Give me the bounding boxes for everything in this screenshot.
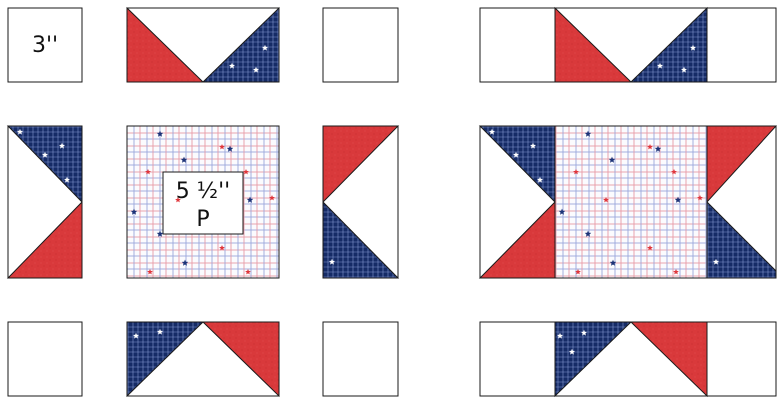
assembled-row-top — [480, 8, 776, 82]
corner-square-bottom-right — [323, 322, 398, 396]
flying-geese-unit-bottom — [127, 322, 279, 396]
corner-square-bottom-left — [8, 322, 82, 396]
center-square-size-label: 5 ½'' — [176, 179, 230, 204]
flying-geese-unit-left — [8, 126, 82, 278]
assembled-row-middle — [480, 126, 776, 278]
corner-square-top-right — [323, 8, 398, 82]
assembled-row-bottom — [480, 322, 776, 396]
flying-geese-unit-right — [323, 126, 398, 278]
center-square-letter: P — [196, 207, 209, 232]
corner-square-size-label: 3'' — [32, 33, 58, 58]
